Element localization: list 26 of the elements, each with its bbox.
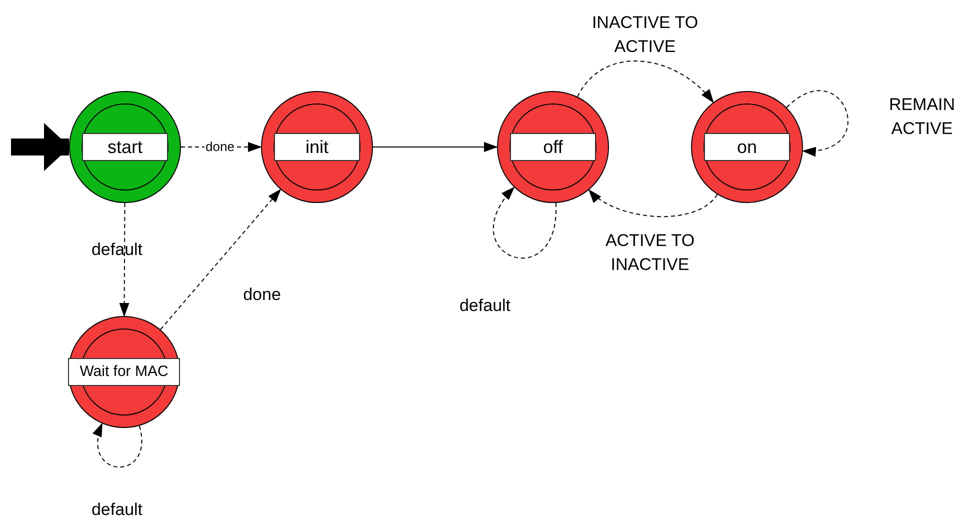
edge-label: default [91, 239, 143, 261]
state-circle [497, 91, 609, 203]
transition-arrow [786, 90, 848, 156]
transition-arrow [577, 60, 714, 104]
state-circle [69, 91, 181, 203]
transition-arrow [372, 142, 498, 152]
transition-arrow [94, 422, 142, 468]
state-label: off [510, 133, 596, 161]
transition-arrow [588, 189, 718, 217]
edge-label: INACTIVE TO ACTIVE [590, 12, 700, 58]
edge-label: ACTIVE TO INACTIVE [604, 230, 696, 276]
edge-label: default [459, 295, 511, 317]
state-label: Wait for MAC [68, 358, 180, 386]
state-label: init [274, 133, 360, 161]
edge-label: default [91, 499, 143, 518]
state-label: start [82, 133, 168, 161]
entry-arrow [11, 123, 70, 171]
transition-arrow [119, 202, 130, 317]
state-circle [691, 91, 803, 203]
edge-label: REMAIN ACTIVE [888, 94, 956, 140]
state-circle [68, 316, 180, 428]
transition-arrow [160, 188, 282, 330]
state-circle [261, 91, 373, 203]
transition-arrow [493, 186, 556, 259]
edge-label: done [243, 284, 281, 306]
state-label: on [704, 133, 790, 161]
